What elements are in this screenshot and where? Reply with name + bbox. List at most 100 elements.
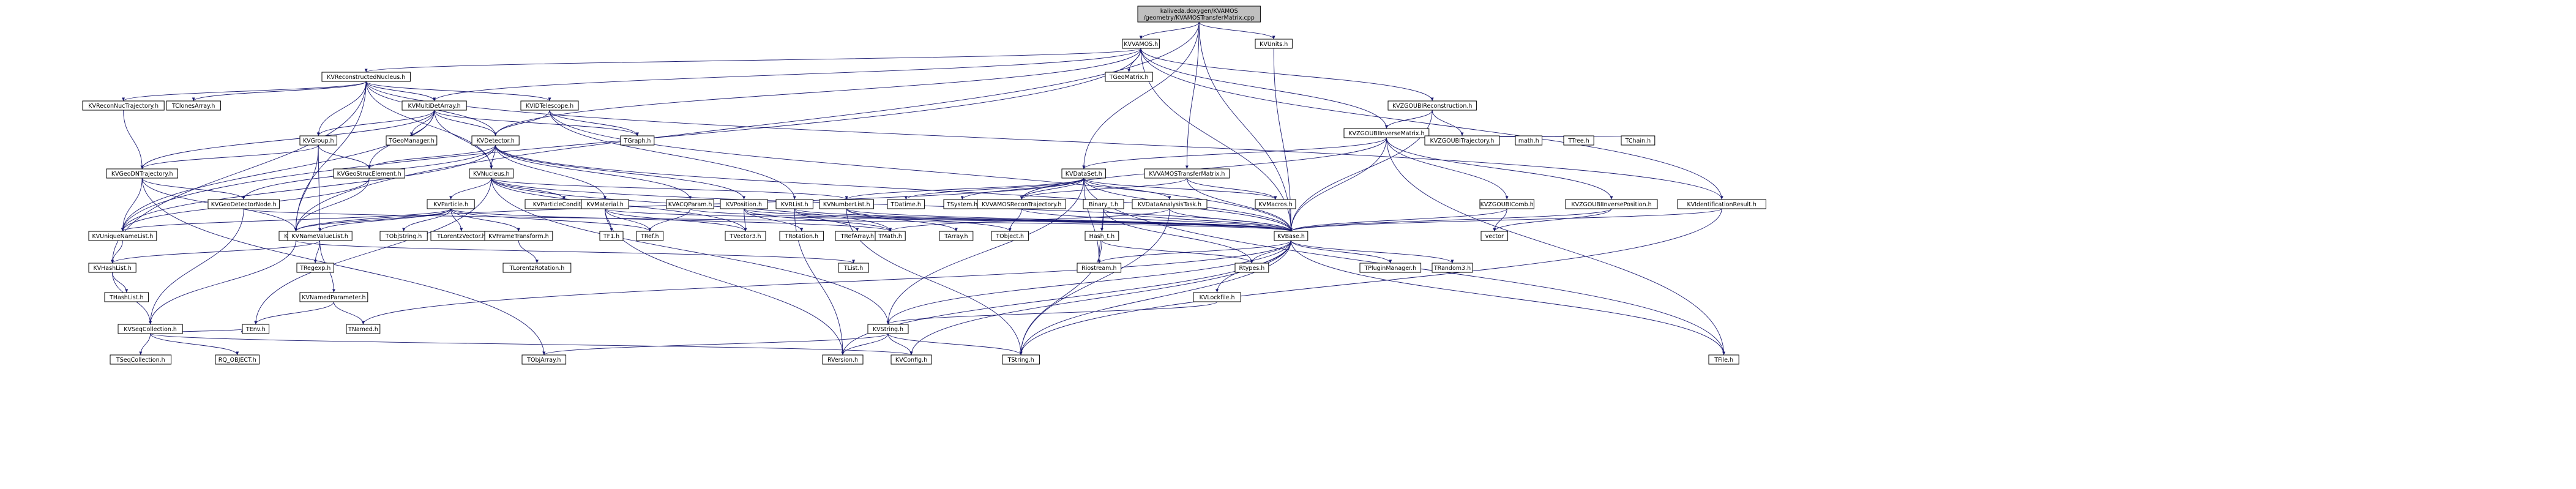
node-tmath[interactable]: TMath.h: [875, 231, 906, 241]
node-dataset[interactable]: KVDataSet.h: [1061, 168, 1107, 179]
node-box: [1002, 354, 1040, 365]
node-rqobject[interactable]: RQ_OBJECT.h: [215, 354, 260, 365]
edge-kvstring-to-kvconfig: [887, 333, 913, 356]
node-box: [720, 199, 768, 209]
node-dataanalysis[interactable]: KVDataAnalysisTask.h: [1132, 199, 1208, 209]
node-pluginmgr[interactable]: TPluginManager.h: [1359, 263, 1422, 273]
node-label: KVParticle.h: [433, 201, 468, 208]
edge-hashlist-to-thashlist: [112, 272, 129, 293]
node-kvmacros[interactable]: KVMacros.h: [1255, 199, 1296, 209]
node-tref[interactable]: TRef.h: [636, 231, 664, 241]
node-tvector3[interactable]: TVector3.h: [725, 231, 766, 241]
node-trandom3[interactable]: TRandom3.h: [1432, 263, 1473, 273]
node-tnamed[interactable]: TNamed.h: [346, 324, 381, 334]
node-tenv[interactable]: TEnv.h: [242, 324, 270, 334]
node-geontraj[interactable]: KVGeoDNTrajectory.h: [106, 168, 178, 179]
node-geodetnode[interactable]: KVGeoDetectorNode.h: [207, 199, 280, 209]
node-tlorentz[interactable]: TLorentzVector.h: [430, 231, 493, 241]
node-tgeomanager[interactable]: TGeoManager.h: [386, 135, 438, 146]
node-binary[interactable]: Binary_t.h: [1083, 199, 1124, 209]
node-kvunits[interactable]: KVUnits.h: [1255, 39, 1293, 49]
node-tgeomatrix[interactable]: TGeoMatrix.h: [1105, 72, 1153, 82]
node-label: KVVAMOSReconTrajectory.h: [982, 201, 1062, 208]
node-numberlist[interactable]: KVNumberList.h: [819, 199, 874, 209]
node-tgraph[interactable]: TGraph.h: [620, 135, 655, 146]
edge-recnuc-to-idtel: [365, 81, 551, 102]
node-idresult[interactable]: KVIdentificationResult.h: [1677, 199, 1766, 209]
node-vreconTraj[interactable]: KVVAMOSReconTrajectory.h: [977, 199, 1066, 209]
node-label: KVVAMOS.h: [1124, 41, 1158, 48]
node-kvstring[interactable]: KVString.h: [867, 324, 909, 334]
node-material[interactable]: KVMaterial.h: [581, 199, 629, 209]
node-thashlist[interactable]: THashList.h: [104, 292, 149, 302]
node-tstring[interactable]: TString.h: [1002, 354, 1040, 365]
node-geostruct[interactable]: KVGeoStrucElement.h: [333, 168, 405, 179]
node-tobjarray[interactable]: TObjArray.h: [521, 354, 567, 365]
node-box: [299, 135, 337, 146]
node-root[interactable]: kaliveda.doxygen/KVAMOS/geometry/KVAMOST…: [1137, 6, 1261, 23]
edge-vtransfer-to-kvbase: [1186, 177, 1293, 232]
node-kvrlist[interactable]: KVRList.h: [775, 199, 813, 209]
node-kvdetector[interactable]: KVDetector.h: [471, 135, 520, 146]
node-mathh[interactable]: math.h: [1515, 135, 1543, 146]
node-box: [106, 168, 178, 179]
node-kvconfig[interactable]: KVConfig.h: [890, 354, 932, 365]
node-seqcoll[interactable]: KVSeqCollection.h: [118, 324, 183, 334]
node-acqparam[interactable]: KVACQParam.h: [666, 199, 714, 209]
node-uniquename[interactable]: KVUniqueNameList.h: [88, 231, 157, 241]
edge-zgrec-to-zgtraj: [1432, 110, 1464, 136]
node-hasht[interactable]: Hash_t.h: [1085, 231, 1119, 241]
node-tchain[interactable]: TChain.h: [1621, 135, 1656, 146]
node-zginv[interactable]: KVZGOUBIInverseMatrix.h: [1343, 128, 1430, 138]
node-label: KVBase.h: [1277, 233, 1305, 240]
node-tregexp[interactable]: TRegexp.h: [296, 263, 334, 273]
node-label: TTree.h: [1567, 138, 1589, 144]
node-idtel[interactable]: KVIDTelescope.h: [520, 100, 579, 111]
node-lorentzrot[interactable]: TLorentzRotation.h: [502, 263, 572, 273]
node-lockfile[interactable]: KVLockfile.h: [1193, 292, 1241, 302]
node-tsystem[interactable]: TSystem.h: [943, 199, 981, 209]
node-tseqcoll[interactable]: TSeqCollection.h: [110, 354, 172, 365]
node-zgcomb[interactable]: KVZGOUBIComb.h: [1479, 199, 1534, 209]
node-kvparticle[interactable]: KVParticle.h: [427, 199, 475, 209]
node-tdatime[interactable]: TDatime.h: [887, 199, 925, 209]
node-zginvpos[interactable]: KVZGOUBIInversePosition.h: [1565, 199, 1658, 209]
node-namevalue[interactable]: KVNameValueList.h: [287, 231, 353, 241]
node-recnuc[interactable]: KVReconstructedNucleus.h: [321, 72, 411, 82]
node-kvgroup[interactable]: KVGroup.h: [299, 135, 337, 146]
node-box: [620, 135, 655, 146]
node-kvbase[interactable]: KVBase.h: [1274, 231, 1309, 241]
node-recnuctraj[interactable]: KVReconNucTrajectory.h: [82, 100, 165, 111]
node-tf1[interactable]: TF1.h: [599, 231, 624, 241]
node-zgrec[interactable]: KVZGOUBIReconstruction.h: [1387, 100, 1477, 111]
node-tclones[interactable]: TClonesArray.h: [166, 100, 221, 111]
node-rtypes[interactable]: Rtypes.h: [1234, 263, 1269, 273]
node-zgtraj[interactable]: KVZGOUBITrajectory.h: [1424, 135, 1500, 146]
node-rversion[interactable]: RVersion.h: [822, 354, 864, 365]
edge-geontraj-to-uniquename: [121, 177, 143, 232]
node-kvamos[interactable]: KVVAMOS.h: [1122, 39, 1160, 49]
node-box: [1479, 199, 1534, 209]
node-multidet[interactable]: KVMultiDetArray.h: [401, 100, 467, 111]
node-tobjstring[interactable]: TObjString.h: [379, 231, 428, 241]
node-tfile[interactable]: TFile.h: [1708, 354, 1739, 365]
node-tobject[interactable]: TObject.h: [991, 231, 1029, 241]
node-kvposition[interactable]: KVPosition.h: [720, 199, 768, 209]
node-tarray[interactable]: TArray.h: [939, 231, 974, 241]
node-label: KVACQParam.h: [668, 201, 712, 208]
node-trefarray[interactable]: TRefArray.h: [835, 231, 880, 241]
node-box: [427, 199, 475, 209]
node-vtransfer[interactable]: KVVAMOSTransferMatrix.h: [1144, 168, 1230, 179]
node-nameparam[interactable]: KVNamedParameter.h: [299, 292, 368, 302]
node-tlist[interactable]: TList.h: [838, 263, 869, 273]
node-hashlist[interactable]: KVHashList.h: [88, 263, 136, 273]
node-trotation[interactable]: TRotation.h: [779, 231, 824, 241]
node-box: [521, 354, 567, 365]
node-framet[interactable]: KVFrameTransform.h: [484, 231, 553, 241]
node-kvnucleus[interactable]: KVNucleus.h: [469, 168, 514, 179]
node-vector[interactable]: vector: [1480, 231, 1509, 241]
node-riostream[interactable]: Riostream.h: [1077, 263, 1122, 273]
node-label: KVDataAnalysisTask.h: [1138, 201, 1201, 208]
edge-kvgroup-to-namevalue: [318, 144, 322, 232]
node-ttree[interactable]: TTree.h: [1563, 135, 1594, 146]
